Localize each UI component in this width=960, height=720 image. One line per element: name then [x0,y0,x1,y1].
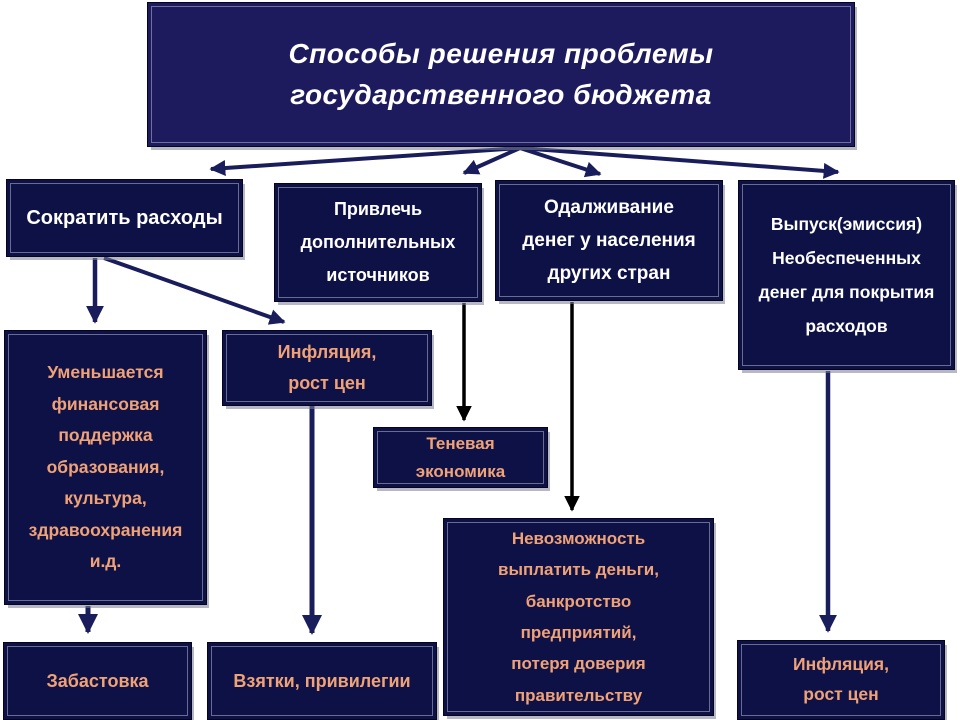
arrow-title-to-borrowing [519,146,602,178]
bribes-box: Взятки, привилегии [207,642,437,720]
borrowing-box: Одалживание денег у населения других стр… [495,180,723,301]
cut-expenses-box: Сократить расходы [6,179,243,257]
title-text: Способы решения проблемы государственног… [288,37,714,110]
attract-sources-text: Привлечь дополнительных источников [300,198,456,286]
arrow-title-to-attract-sources [462,146,521,175]
emission-text: Выпуск(эмиссия) Необеспеченных денег для… [758,213,935,337]
title-box: Способы решения проблемы государственног… [147,2,855,147]
default-consequences-text: Невозможность выплатить деньги, банкротс… [498,528,659,705]
arrow-cut-expenses-to-inflation [103,256,286,325]
inflation-bottom-text: Инфляция, рост цен [793,654,889,704]
inflation-bottom-box: Инфляция, рост цен [737,640,945,720]
shadow-economy-text: Теневая экономика [415,434,506,481]
cut-expenses-text: Сократить расходы [26,206,223,229]
default-consequences-box: Невозможность выплатить деньги, банкротс… [443,518,714,716]
emission-box: Выпуск(эмиссия) Необеспеченных денег для… [738,180,955,370]
arrow-title-to-cut-expenses [209,146,521,177]
shadow-economy-box: Теневая экономика [373,427,548,488]
reduced-support-text: Уменьшается финансовая поддержка образов… [28,362,183,572]
arrow-title-to-emission [519,146,840,179]
strike-box: Забастовка [3,642,192,720]
strike-text: Забастовка [46,670,149,691]
inflation-top-box: Инфляция, рост цен [222,330,432,406]
borrowing-text: Одалживание денег у населения других стр… [522,196,696,285]
inflation-top-text: Инфляция, рост цен [277,342,377,393]
reduced-support-box: Уменьшается финансовая поддержка образов… [4,330,207,605]
bribes-text: Взятки, привилегии [233,670,411,691]
attract-sources-box: Привлечь дополнительных источников [274,183,482,302]
